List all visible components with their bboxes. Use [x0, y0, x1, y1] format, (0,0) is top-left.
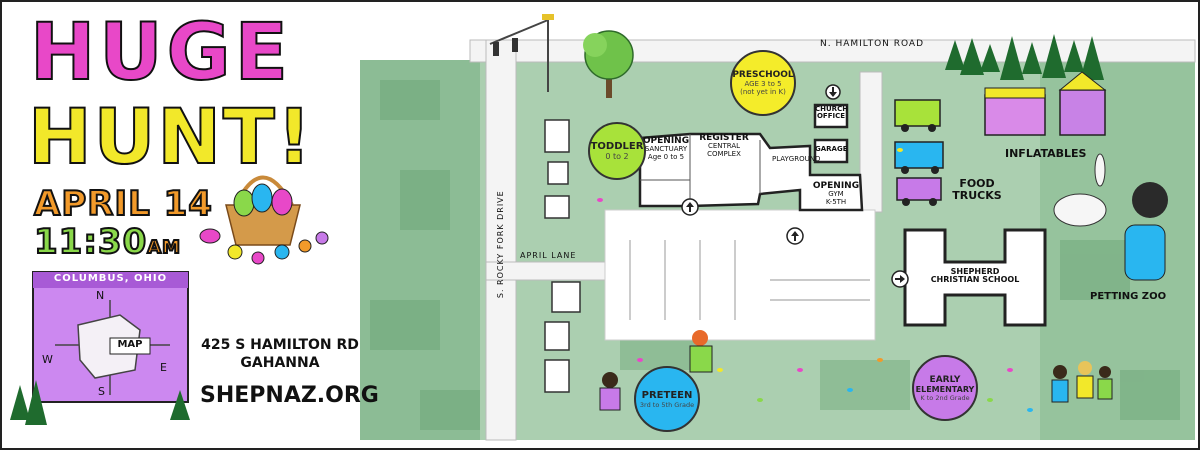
opening-sanctuary-label: OPENING SANCTUARY Age 0 to 5 — [642, 136, 690, 161]
arrow-icons — [681, 84, 909, 288]
food-truck-icons — [894, 99, 944, 206]
houses — [544, 119, 581, 393]
inset-city-label: COLUMBUS, OHIO — [53, 273, 168, 284]
early-elementary-title2: ELEMENTARY — [915, 384, 975, 394]
food-trucks-line1: FOOD — [959, 177, 995, 190]
address-city: GAHANNA — [240, 355, 320, 371]
school-line1: SHEPHERD — [950, 267, 1000, 276]
petting-zoo-figure — [1053, 153, 1168, 281]
kids-figures — [599, 330, 1113, 411]
n-hamilton-road-label: N. HAMILTON ROAD — [820, 39, 925, 49]
april-lane-label: APRIL LANE — [520, 251, 577, 260]
website-link[interactable]: SHEPNAZ.ORG — [200, 383, 379, 408]
opening-gym-label: OPENING GYM K-5TH — [812, 181, 860, 206]
preteen-title: PRETEEN — [641, 389, 693, 401]
preschool-title: PRESCHOOL — [732, 70, 794, 80]
school-building — [903, 228, 1047, 327]
toddler-zone: TODDLER 0 to 2 — [588, 122, 646, 180]
compass-east: E — [160, 361, 167, 374]
inflatables-label: INFLATABLES — [1005, 147, 1087, 160]
rocky-fork-drive — [485, 39, 517, 441]
early-elementary-zone: EARLY ELEMENTARY K to 2nd Grade — [912, 355, 978, 421]
event-time-suffix: AM — [146, 236, 182, 259]
early-elementary-title1: EARLY — [929, 374, 961, 385]
toddler-sub: 0 to 2 — [605, 152, 629, 161]
opening-sanctuary-sub2: Age 0 to 5 — [647, 152, 685, 161]
food-trucks-label: FOOD TRUCKS — [952, 178, 1002, 201]
preschool-sub1: AGE 3 to 5 — [744, 80, 782, 88]
food-trucks-line2: TRUCKS — [952, 188, 1002, 202]
preteen-sub: 3rd to 5th Grade — [639, 400, 695, 409]
traffic-light-icon — [489, 19, 549, 92]
pine-trees — [945, 34, 1104, 80]
garage-label: GARAGE — [815, 145, 848, 153]
compass-west: W — [42, 353, 53, 366]
preschool-sub2: (not yet in K) — [740, 88, 786, 96]
event-date: APRIL 14 — [33, 183, 213, 225]
event-time: 11:30AM — [33, 221, 182, 263]
petting-zoo-label: PETTING ZOO — [1090, 291, 1167, 302]
event-time-value: 11:30 — [33, 221, 148, 263]
preschool-zone: PRESCHOOL AGE 3 to 5 (not yet in K) — [730, 50, 796, 116]
opening-gym-title: OPENING — [812, 181, 860, 191]
church-complex — [638, 103, 864, 212]
church-office-label: CHURCH OFFICE — [815, 105, 849, 121]
compass-south: S — [98, 385, 105, 398]
preteen-zone: PRETEEN 3rd to 5th Grade — [634, 366, 700, 432]
address-street: 425 S HAMILTON RD — [201, 337, 359, 353]
early-elementary-sub: K to 2nd Grade — [920, 393, 970, 402]
opening-gym-sub2: K-5TH — [825, 197, 847, 206]
register-title: REGISTER — [699, 133, 749, 143]
register-sub1: CENTRAL — [707, 142, 741, 151]
pine-trees-left — [10, 380, 190, 425]
school-label: SHEPHERD CHRISTIAN SCHOOL — [925, 267, 1025, 285]
title-line-1: HUGE — [29, 7, 292, 99]
register-label: REGISTER CENTRAL COMPLEX — [694, 133, 754, 158]
inflatables-icon — [984, 71, 1107, 136]
easter-basket-icon — [199, 175, 301, 246]
school-line2: CHRISTIAN SCHOOL — [930, 275, 1020, 285]
flower-icons — [227, 231, 329, 265]
playground-label: PLAYGROUND — [772, 155, 821, 163]
church-office-line2: OFFICE — [816, 112, 846, 121]
toddler-title: TODDLER — [590, 141, 644, 152]
register-sub2: COMPLEX — [707, 149, 741, 158]
opening-sanctuary-sub1: SANCTUARY — [644, 145, 688, 154]
parking-lot — [604, 209, 876, 341]
opening-gym-sub1: GYM — [828, 190, 844, 199]
church-office-line1: CHURCH — [815, 105, 849, 113]
opening-sanctuary-title: OPENING — [642, 136, 690, 146]
inset-map-label: MAP — [117, 339, 143, 350]
tree-icon — [583, 30, 634, 98]
rocky-fork-drive-label: S. ROCKY FORK DRIVE — [495, 190, 505, 299]
title-line-2: HUNT! — [27, 91, 314, 182]
compass-north: N — [96, 289, 105, 302]
